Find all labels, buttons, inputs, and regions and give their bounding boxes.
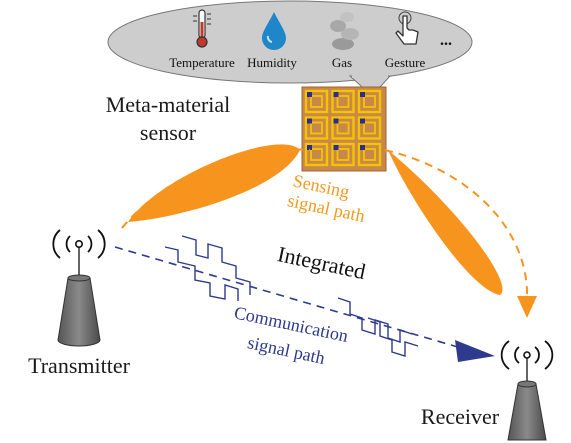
gas-label: Gas [332, 55, 352, 70]
metamaterial-cell [357, 116, 382, 140]
sensor-bubble [107, 0, 473, 97]
reflected-beam-lobe [388, 150, 503, 295]
metamaterial-sensor [301, 86, 387, 172]
pointing-hand-icon [395, 11, 419, 45]
gas-cloud-icon [330, 12, 359, 50]
integrated-label: Integrated [275, 241, 367, 284]
metamaterial-cells [304, 89, 382, 167]
metamaterial-cell [304, 116, 329, 140]
gesture-label: Gesture [385, 55, 426, 70]
pulse-wave-3 [337, 297, 413, 343]
metamaterial-cell [331, 89, 355, 114]
transmitter-antenna [52, 229, 106, 347]
sensor-label-line2: sensor [140, 120, 197, 145]
sensor-label-line1: Meta-material [106, 92, 231, 117]
incident-beam-lobe [128, 144, 300, 222]
pulse-wave-4 [367, 317, 419, 357]
transmitter-label: Transmitter [28, 353, 131, 378]
metamaterial-cell [304, 142, 329, 167]
water-drop-icon [262, 12, 286, 50]
temperature-label: Temperature [169, 55, 235, 70]
metamaterial-cell [304, 89, 329, 114]
receiver-antenna [500, 340, 554, 441]
metamaterial-cell [357, 89, 382, 114]
receiver-label: Receiver [421, 404, 500, 429]
pulse-wave-2 [181, 235, 251, 295]
sensing-signal-path [121, 144, 537, 318]
metamaterial-cell [331, 116, 355, 140]
metamaterial-cell [331, 142, 355, 167]
thermometer-icon [193, 9, 211, 48]
communication-signal-path [114, 235, 495, 362]
more-indicator: ... [440, 32, 452, 49]
pulse-wave-1 [164, 246, 239, 301]
humidity-label: Humidity [247, 55, 297, 70]
metamaterial-cell [357, 142, 382, 167]
